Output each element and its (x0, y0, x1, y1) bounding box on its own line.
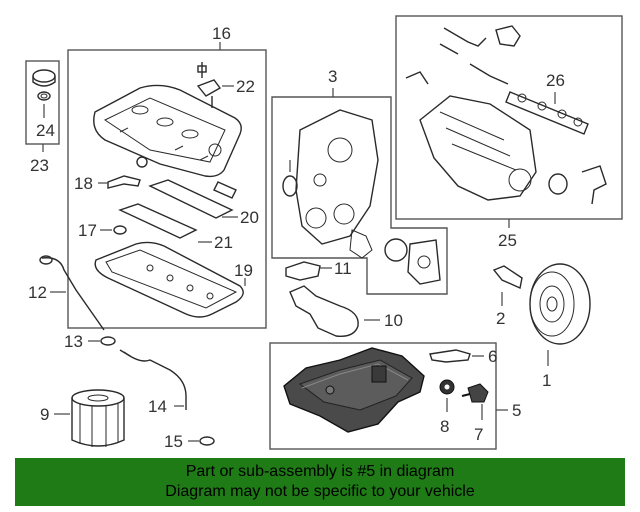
intake-manifold (419, 95, 537, 201)
o-ring-15 (199, 436, 215, 446)
oil-pump (407, 239, 441, 285)
callout-14: 14 (148, 397, 167, 416)
callout-17: 17 (78, 221, 97, 240)
callout-15: 15 (164, 432, 183, 451)
o-ring-13 (100, 336, 116, 346)
footer-line-1: Part or sub-assembly is #5 in diagram (185, 463, 455, 480)
gasket-11 (285, 261, 321, 281)
callout-5: 5 (512, 401, 521, 420)
bolt-2 (492, 265, 523, 289)
callout-18: 18 (74, 174, 93, 193)
callout-13: 13 (64, 332, 83, 351)
callout-26: 26 (546, 71, 565, 90)
callout-9: 9 (40, 405, 49, 424)
group-box-3 (271, 96, 448, 295)
footer-banner: Part or sub-assembly is #5 in diagram Di… (15, 458, 625, 506)
dipstick-12 (41, 257, 105, 331)
callout-6: 6 (488, 347, 497, 366)
oil-pan-5 (283, 347, 425, 433)
callout-19: 19 (234, 261, 253, 280)
seal-ring (548, 173, 568, 195)
pcv-valve (196, 62, 222, 108)
footer-line-2: Diagram may not be specific to your vehi… (165, 483, 475, 500)
gasket-ring (384, 238, 408, 262)
callout-16: 16 (212, 24, 231, 43)
valve-cover (93, 84, 242, 178)
plug-17 (113, 225, 127, 235)
sensor-actuator (581, 165, 607, 205)
group-box-16 (67, 49, 267, 329)
timing-cover (295, 109, 379, 259)
dipstick-tube-14 (123, 351, 187, 410)
callout-3: 3 (328, 67, 337, 86)
gasket-18 (107, 175, 141, 189)
gasket-26 (505, 91, 589, 135)
callout-24: 24 (36, 121, 55, 140)
callout-10: 10 (384, 311, 403, 330)
crankshaft-pulley-1 (529, 263, 591, 345)
callout-11: 11 (334, 259, 352, 278)
baffle-20 (148, 179, 234, 219)
callout-23: 23 (30, 156, 49, 175)
drain-plug-7 (461, 383, 489, 403)
callout-7: 7 (474, 425, 483, 444)
callout-20: 20 (240, 208, 259, 227)
group-box-5 (269, 342, 497, 450)
gasket-6 (429, 349, 471, 363)
callout-8: 8 (440, 417, 449, 436)
seal-4 (282, 175, 298, 197)
oil-strainer-10 (289, 285, 359, 337)
callout-1: 1 (542, 371, 551, 390)
callout-21: 21 (214, 233, 233, 252)
oil-filler-cap (32, 69, 56, 101)
callout-12: 12 (28, 283, 47, 302)
callout-2: 2 (496, 309, 505, 328)
callout-22: 22 (236, 77, 255, 96)
oil-filter-9 (71, 389, 125, 447)
gasket-19 (94, 241, 244, 318)
baffle-21 (118, 203, 198, 239)
group-box-25 (395, 15, 623, 220)
vacuum-hose (443, 27, 487, 47)
callout-25: 25 (498, 231, 517, 250)
